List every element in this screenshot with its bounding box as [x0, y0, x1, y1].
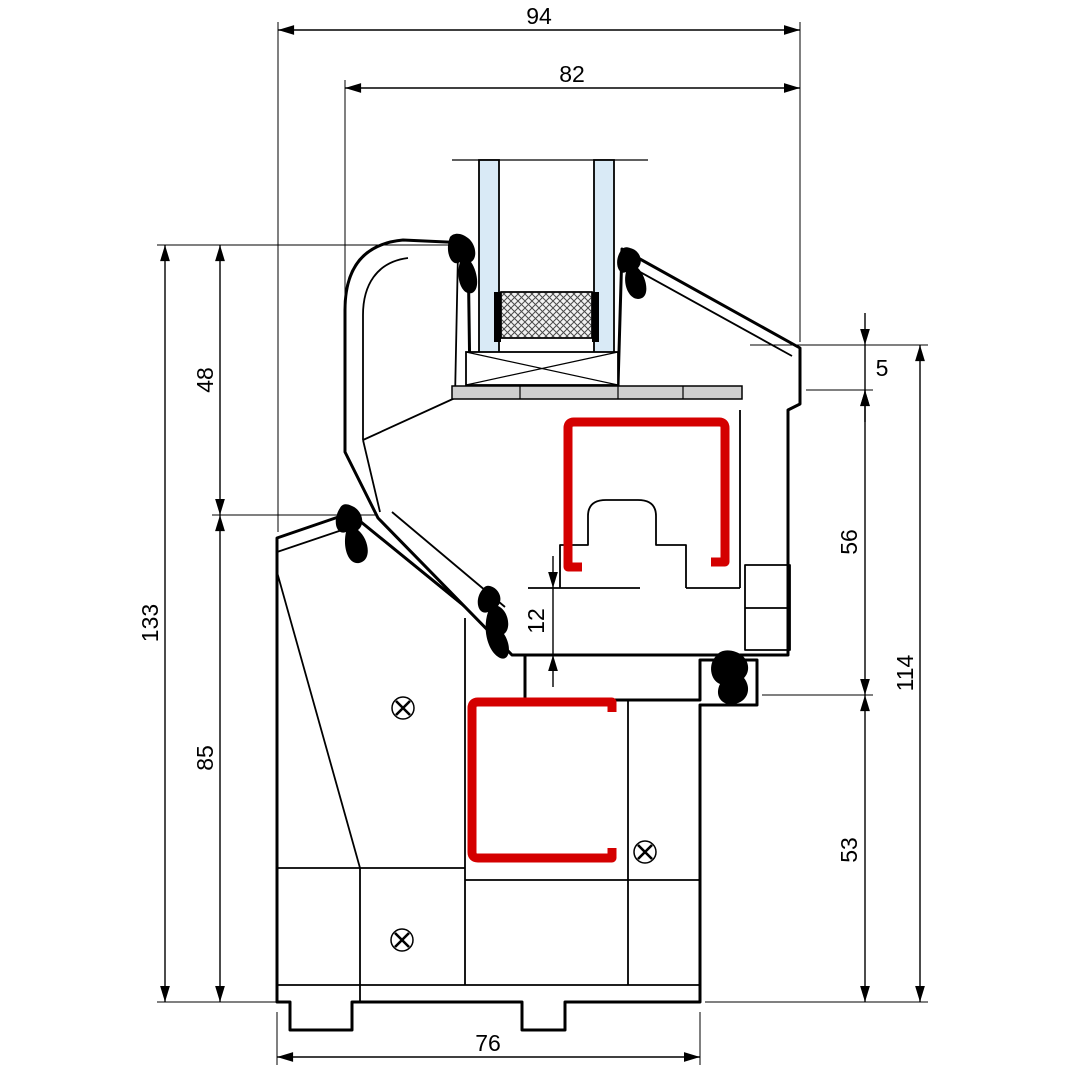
- dimension-48: 48: [189, 245, 225, 515]
- dim-label-133: 133: [137, 604, 163, 642]
- dim-label-12: 12: [523, 608, 549, 634]
- spacer-bar-hatch: [500, 291, 593, 339]
- dimension-layer: 94 82 48 133 85 5: [134, 0, 928, 1065]
- screw-boss: [633, 840, 657, 864]
- dim-label-5: 5: [876, 355, 889, 381]
- steel-reinforcement-lower: [467, 697, 617, 863]
- glazing-bridge: [451, 385, 743, 400]
- dim-label-48: 48: [192, 367, 218, 393]
- dimension-114: 114: [889, 345, 925, 1002]
- glazing-unit: [451, 159, 743, 400]
- dimension-85: 85: [189, 515, 225, 1002]
- dimension-94: 94: [278, 0, 800, 35]
- dimension-5: 5: [860, 313, 891, 422]
- frame-outline: [275, 511, 759, 1032]
- extension-lines: [157, 22, 928, 1065]
- dimension-56: 56: [833, 390, 870, 695]
- gaskets: [335, 233, 749, 705]
- glazing-block: [465, 351, 619, 386]
- dim-label-82: 82: [559, 61, 585, 87]
- dim-label-114: 114: [892, 654, 918, 691]
- outer-seal-left: [335, 504, 368, 564]
- dim-label-94: 94: [526, 3, 552, 29]
- dim-label-76: 76: [475, 1030, 501, 1056]
- dimension-82: 82: [345, 58, 800, 93]
- edge-sealant-left: [494, 292, 501, 342]
- rebate-seal-right: [711, 650, 749, 705]
- dim-label-85: 85: [192, 745, 218, 771]
- dimension-133: 133: [134, 245, 170, 1002]
- dimension-76: 76: [277, 1027, 700, 1062]
- dimension-53: 53: [833, 695, 870, 1002]
- screw-boss: [391, 696, 415, 720]
- glazing-gasket-left: [447, 233, 478, 294]
- sash-profile: [343, 238, 802, 657]
- screw-boss: [390, 928, 414, 952]
- center-seal: [477, 585, 509, 659]
- edge-sealant-right: [592, 292, 599, 342]
- dim-label-56: 56: [836, 529, 862, 555]
- steel-reinforcement-upper: [563, 417, 730, 572]
- dimension-12: 12: [520, 556, 558, 687]
- frame-profile: [275, 511, 759, 1032]
- glazing-gasket-right: [617, 247, 647, 299]
- dim-label-53: 53: [836, 837, 862, 863]
